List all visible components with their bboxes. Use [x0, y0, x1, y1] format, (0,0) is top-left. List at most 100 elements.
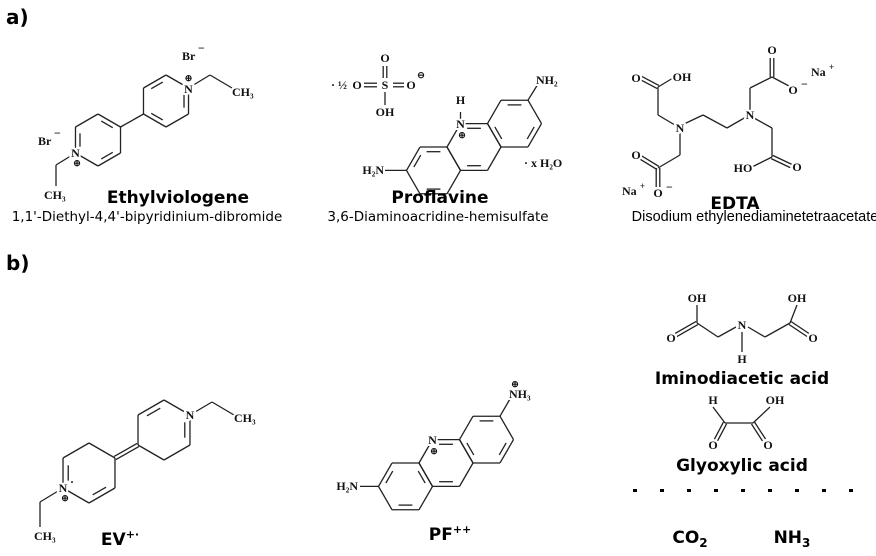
acridinium-hydrogen: H	[456, 93, 466, 107]
bond	[458, 415, 474, 440]
iminodiacetic-name: Iminodiacetic acid	[655, 369, 829, 389]
bond	[418, 462, 434, 487]
bond	[88, 487, 116, 504]
bond	[790, 320, 810, 335]
sulfate-oxygen-right: O	[406, 78, 415, 92]
bond	[62, 442, 90, 459]
bond	[113, 442, 138, 457]
ethylviologen-name: Ethylviologene	[107, 188, 249, 208]
bond	[750, 423, 764, 442]
bond	[696, 322, 719, 338]
bond	[640, 154, 660, 168]
ev-methyl-left: CH₃	[34, 529, 56, 543]
bond	[771, 76, 790, 87]
bond	[405, 146, 421, 171]
bond	[486, 123, 502, 148]
ev-radical-structure: N N · ⊕ CH₃ CH₃	[32, 406, 258, 545]
bond	[527, 99, 543, 124]
acridine-nitrogen: N	[456, 117, 465, 131]
bromide-1: Br	[182, 49, 196, 63]
edta-charge-2: −	[666, 180, 673, 194]
bond	[486, 146, 502, 171]
bond	[499, 439, 515, 464]
edta-carboxylate-o-3: O	[788, 83, 797, 97]
bond	[713, 421, 724, 440]
edta-hydroxyl-1: OH	[673, 70, 692, 84]
bond	[753, 421, 767, 440]
bond	[702, 114, 728, 129]
bond	[657, 154, 681, 169]
edta-name: EDTA	[710, 194, 760, 214]
edta-structure: N N O OH O O − O O − O HO Na + Na +	[620, 41, 836, 202]
edta-charge-3: −	[801, 77, 808, 91]
separator-dash	[714, 489, 718, 492]
bond	[789, 304, 798, 324]
bond	[377, 462, 393, 487]
bromide-2-charge: −	[54, 126, 61, 140]
separator-dash	[633, 489, 637, 492]
amino-right: NH₂	[536, 73, 558, 87]
bond-layer	[39, 58, 810, 527]
ida-carbonyl-left: O	[666, 331, 675, 345]
bond	[143, 113, 167, 128]
pf-label-base: PF	[429, 525, 453, 545]
bond	[749, 76, 773, 89]
bond	[62, 487, 90, 504]
bond	[100, 151, 114, 160]
bond	[712, 406, 726, 424]
bond	[498, 442, 507, 456]
edta-nitrogen-2: N	[746, 108, 755, 122]
bond	[211, 401, 235, 416]
ethylviologen-iupac: 1,1'-Diethyl-4,4'-bipyridinium-dibromide	[12, 209, 283, 225]
ida-hydrogen: H	[737, 352, 747, 366]
methyl-left: CH₃	[44, 188, 66, 202]
plus-charge-right: ⊕	[185, 73, 193, 83]
glyox-aldehyde-o: O	[708, 438, 717, 452]
edta-nitrogen-1: N	[676, 121, 685, 135]
bond	[458, 439, 474, 464]
bromide-2: Br	[38, 134, 52, 148]
pf-amino-left: H₂N	[336, 479, 358, 493]
bond	[527, 83, 539, 101]
bond	[466, 442, 475, 456]
glyox-hydroxyl: OH	[766, 393, 785, 407]
bond	[137, 444, 165, 461]
bond	[641, 75, 660, 86]
separator-dash	[849, 489, 853, 492]
glyox-carbonyl-o: O	[763, 438, 772, 452]
edta-iupac: Disodium ethylenediaminetetraacetate	[632, 209, 876, 225]
panel-label-b: b)	[6, 251, 29, 275]
bond	[88, 442, 116, 459]
bond	[770, 158, 791, 169]
ida-hydroxyl-right: OH	[788, 291, 807, 305]
dashed-separator	[633, 489, 853, 492]
bond	[788, 323, 808, 338]
panel-label-a: a)	[6, 5, 29, 29]
bond	[97, 152, 121, 167]
bond	[418, 439, 434, 464]
bond	[405, 170, 421, 195]
bond	[377, 486, 393, 511]
bond	[639, 79, 658, 90]
pf-nitrogen: N	[428, 433, 437, 447]
bond	[100, 120, 114, 129]
bond	[209, 74, 233, 89]
bond	[717, 423, 728, 442]
bond	[753, 117, 773, 129]
ev-radical-label: EV+·	[101, 528, 139, 550]
ev-nitrogen-right: N	[186, 408, 195, 422]
nitrogen-right: N	[184, 82, 193, 96]
bond	[115, 446, 140, 461]
bond	[137, 399, 165, 416]
bond	[385, 470, 394, 484]
edta-carbonyl-o-2: O	[631, 148, 640, 162]
bond	[499, 415, 515, 440]
bond	[717, 326, 737, 338]
glyoxylic-structure: H OH O O	[706, 391, 787, 454]
pf-label-charge: ++	[453, 523, 471, 536]
bond	[163, 444, 191, 461]
nh3-base: NH	[774, 528, 802, 548]
bond	[189, 401, 213, 416]
glyox-hydrogen: H	[708, 393, 718, 407]
